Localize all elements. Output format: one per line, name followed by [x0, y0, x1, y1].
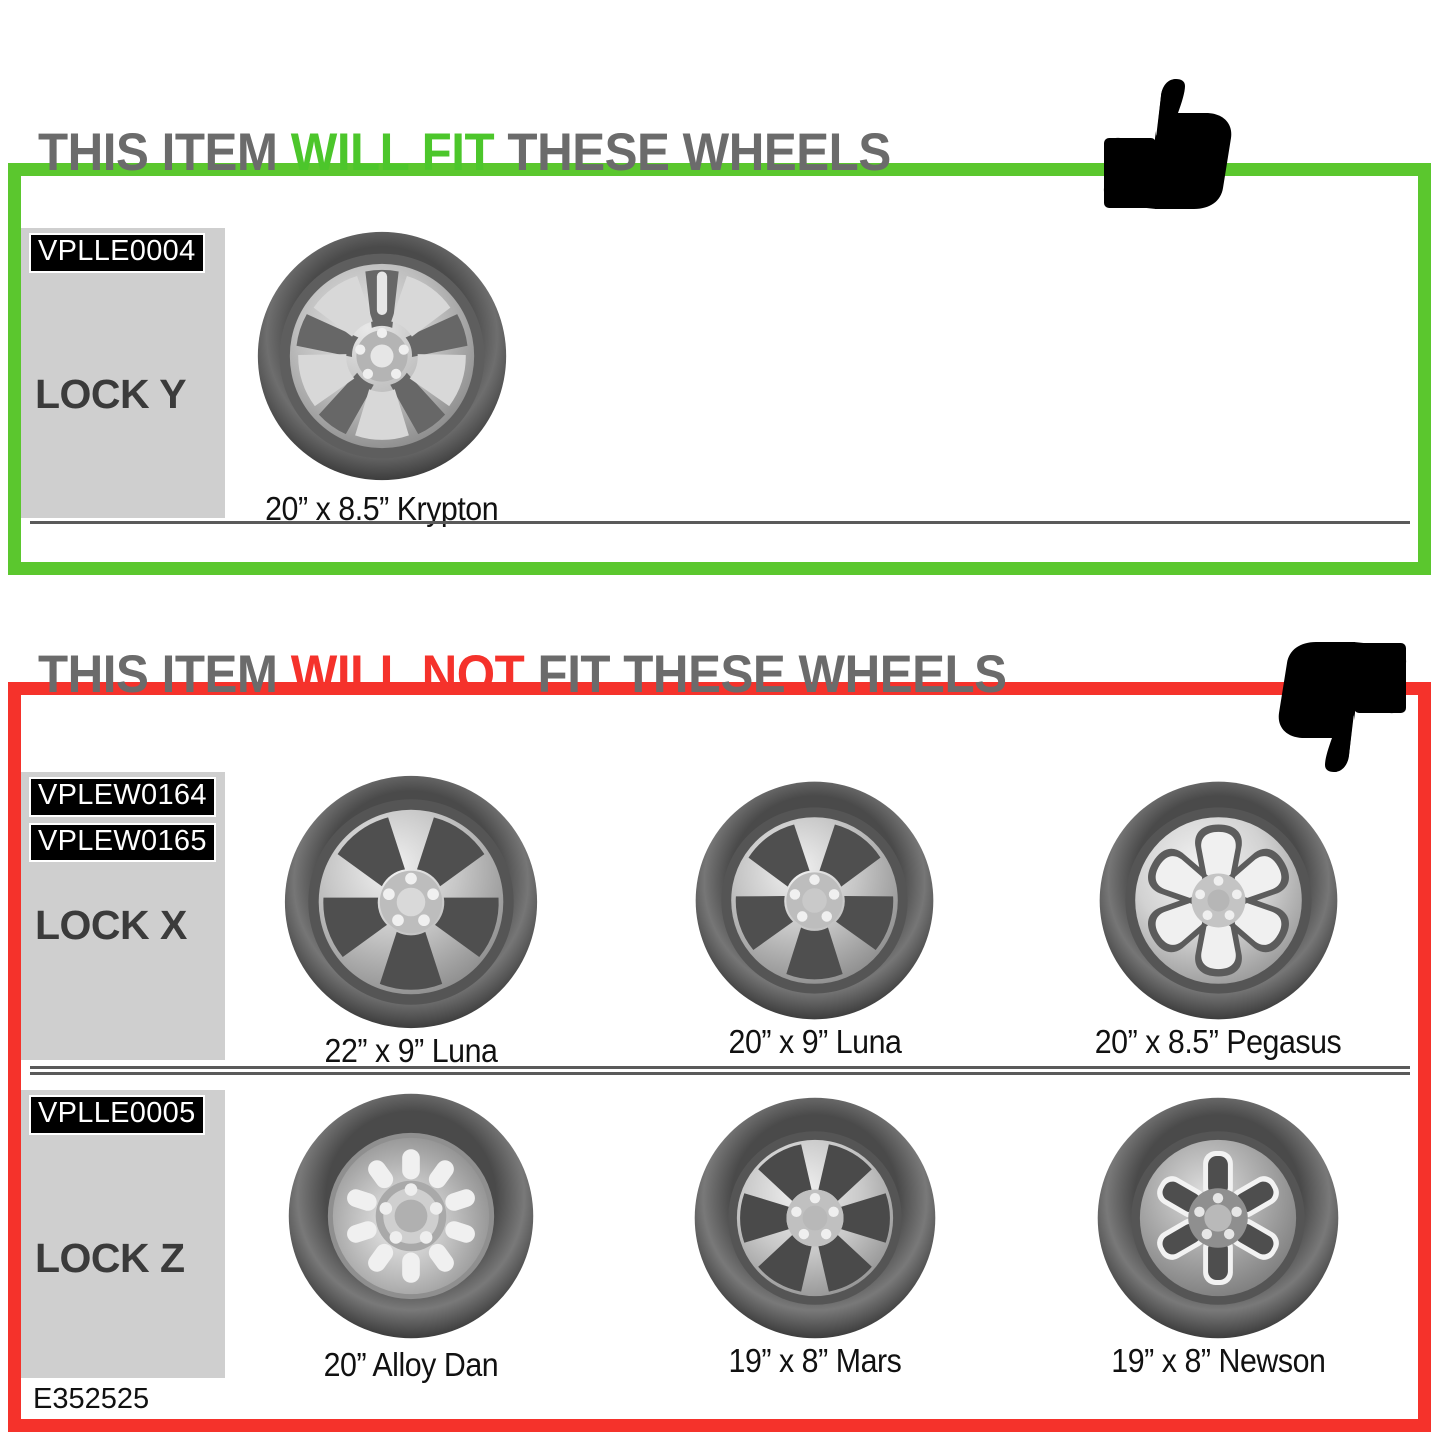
wheel-caption: 20” x 8.5” Krypton — [264, 490, 499, 527]
fit-row-lock-y: VPLLE0004 LOCK Y — [0, 228, 1445, 528]
fit-heading-pre: THIS ITEM — [38, 123, 291, 182]
label-col-lock-x: VPLEW0164 VPLEW0165 LOCK X — [0, 772, 225, 1072]
wheel-image-newson — [1097, 1097, 1339, 1339]
nofit-row-lock-z: VPLLE0005 LOCK Z — [0, 1090, 1445, 1390]
nofit-heading-highlight: WILL NOT — [290, 645, 525, 704]
fit-heading-highlight: WILL FIT — [290, 123, 495, 182]
fit-section-heading: THIS ITEM WILL FIT THESE WHEELS — [38, 126, 955, 179]
lock-z-wheels: 20” Alloy Dan — [209, 1090, 1445, 1390]
nofit-heading-post: FIT THESE WHEELS — [524, 645, 1008, 704]
wheel-cell-luna-22: 22” x 9” Luna — [209, 772, 613, 1072]
lock-z-label-box: VPLLE0005 LOCK Z — [21, 1090, 225, 1378]
fit-heading-post: THESE WHEELS — [494, 123, 891, 182]
wheel-caption: 22” x 9” Luna — [324, 1032, 498, 1069]
wheel-cell-krypton: 20” x 8.5” Krypton — [209, 228, 554, 528]
sku-badge: VPLLE0005 — [29, 1095, 205, 1135]
label-col-lock-z: VPLLE0005 LOCK Z — [0, 1090, 225, 1390]
sku-badge: VPLLE0004 — [29, 233, 205, 273]
wheel-cell-newson: 19” x 8” Newson — [1016, 1090, 1420, 1390]
nofit-row-lock-x: VPLEW0164 VPLEW0165 LOCK X — [0, 772, 1445, 1072]
wheel-cell-pegasus: 20” x 8.5” Pegasus — [1016, 772, 1420, 1072]
lock-name: LOCK Y — [35, 370, 187, 417]
wheel-image-luna — [695, 781, 934, 1020]
document-code: E352525 — [33, 1383, 150, 1415]
lock-name: LOCK X — [35, 902, 187, 949]
fit-row-divider — [30, 521, 1410, 524]
nofit-heading-pre: THIS ITEM — [38, 645, 291, 704]
label-col-lock-y: VPLLE0004 LOCK Y — [0, 228, 225, 528]
fit-heading-text: THIS ITEM WILL FIT THESE WHEELS — [38, 126, 891, 179]
fit-wheels-row: 20” x 8.5” Krypton — [209, 228, 1445, 528]
fit-panel — [8, 163, 1431, 575]
wheel-caption: 20” Alloy Dan — [323, 1346, 499, 1383]
lock-x-label-box: VPLEW0164 VPLEW0165 LOCK X — [21, 772, 225, 1060]
wheel-image-luna — [284, 775, 537, 1029]
wheel-caption: 19” x 8” Mars — [728, 1342, 901, 1379]
wheel-caption: 20” x 9” Luna — [728, 1023, 901, 1060]
nofit-heading-text: THIS ITEM WILL NOT FIT THESE WHEELS — [38, 648, 1007, 701]
wheel-cell-luna-20: 20” x 9” Luna — [613, 772, 1017, 1072]
wheel-image-krypton — [257, 231, 506, 481]
wheel-caption: 20” x 8.5” Pegasus — [1094, 1023, 1342, 1060]
wheel-cell-mars: 19” x 8” Mars — [613, 1090, 1017, 1390]
wheel-image-mars — [694, 1097, 935, 1339]
nofit-section-heading: THIS ITEM WILL NOT FIT THESE WHEELS — [38, 648, 1080, 701]
wheel-cell-dan: 20” Alloy Dan — [209, 1090, 613, 1390]
lock-x-wheels: 22” x 9” Luna — [209, 772, 1445, 1072]
wheel-image-dan — [288, 1093, 534, 1339]
lock-y-label-box: VPLLE0004 LOCK Y — [21, 228, 225, 518]
sku-badge: VPLEW0165 — [29, 822, 216, 863]
lock-name: LOCK Z — [35, 1234, 185, 1281]
wheel-image-pegasus — [1099, 781, 1337, 1020]
lock-x-row-divider — [30, 1066, 1410, 1075]
wheel-caption: 19” x 8” Newson — [1111, 1342, 1326, 1379]
sku-badge: VPLEW0164 — [29, 777, 216, 817]
